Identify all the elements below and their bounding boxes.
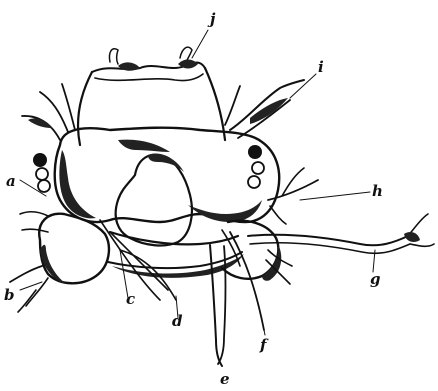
- label-b: b: [4, 286, 15, 304]
- label-h: h: [372, 182, 383, 200]
- label-e: e: [220, 370, 230, 388]
- label-d: d: [172, 312, 183, 330]
- label-g: g: [370, 270, 381, 288]
- label-i: i: [318, 58, 324, 76]
- label-c: c: [126, 290, 135, 308]
- label-a: a: [6, 172, 16, 190]
